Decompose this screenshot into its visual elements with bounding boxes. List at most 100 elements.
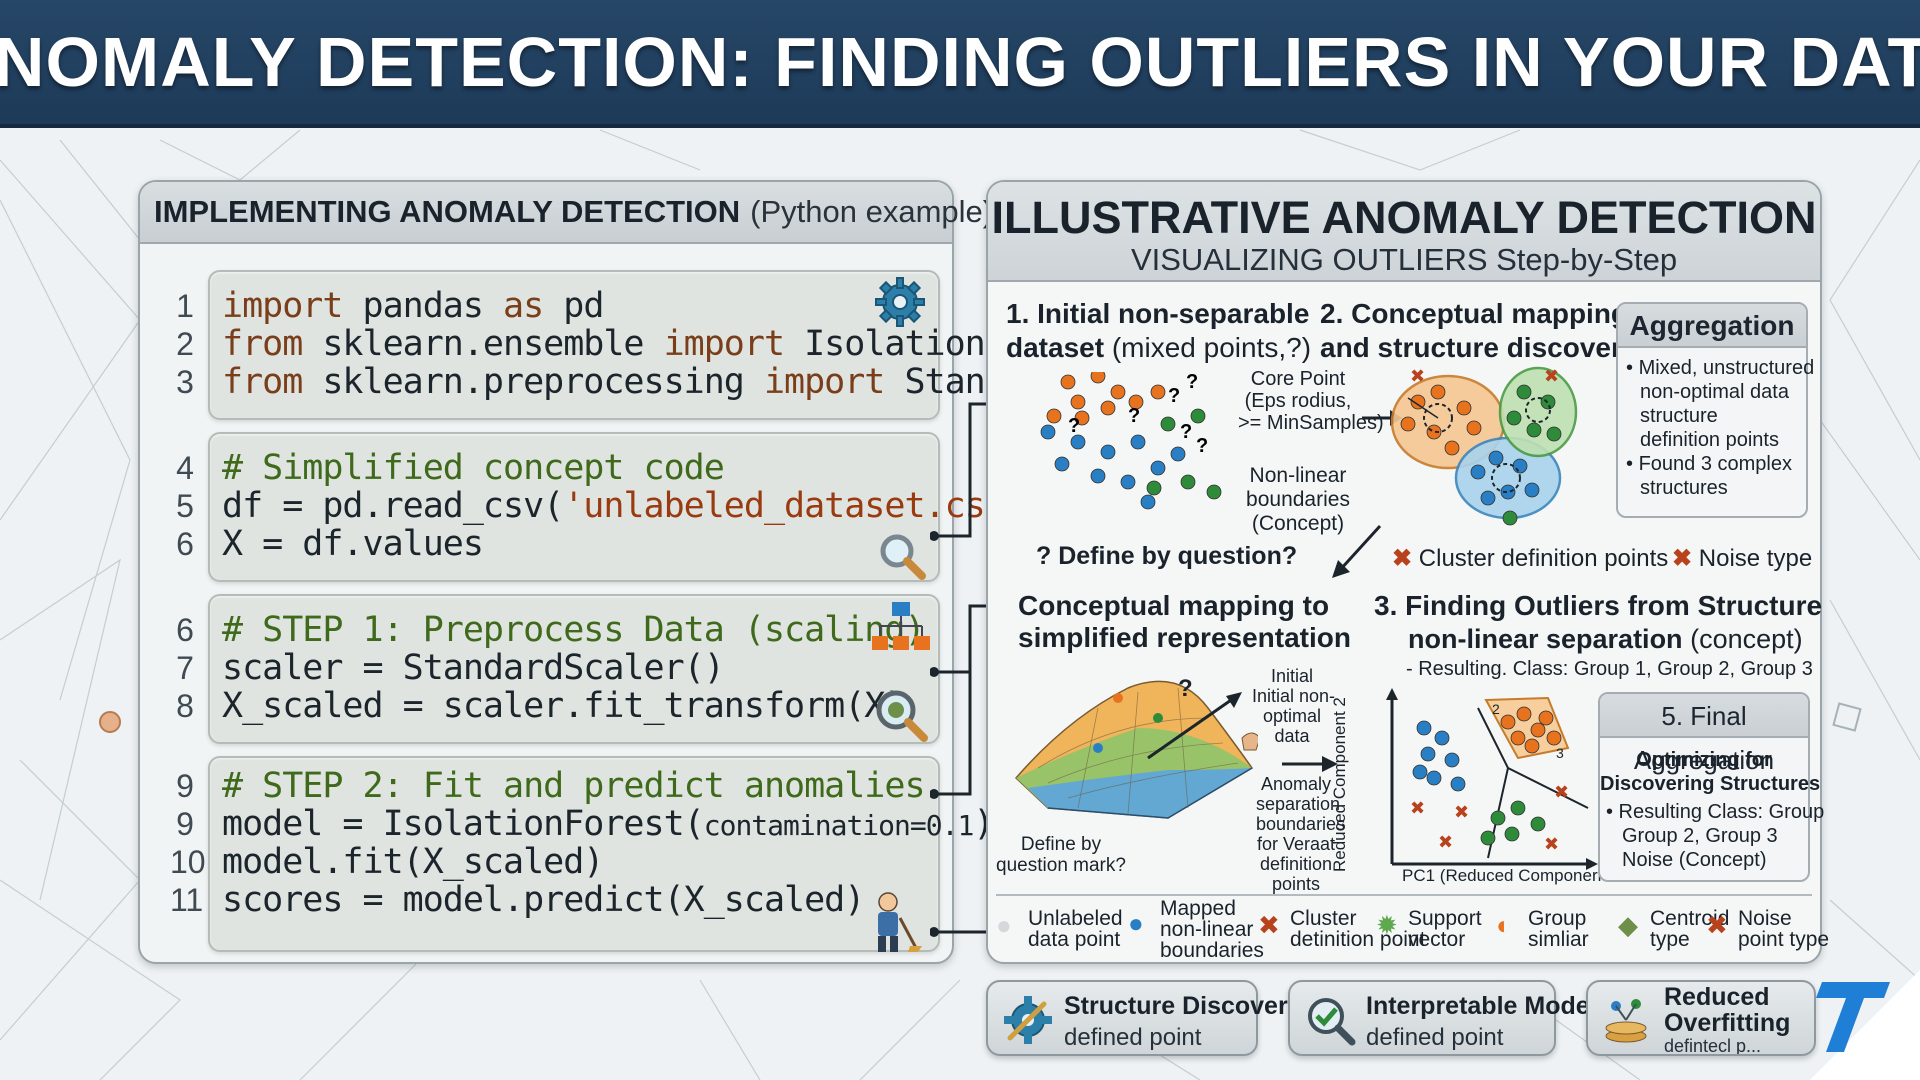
orange-point [1090, 372, 1106, 384]
code-panel-title: IMPLEMENTING ANOMALY DETECTION [154, 194, 741, 229]
green-point [1510, 800, 1526, 816]
noise-point: ✖ [1438, 832, 1453, 853]
code-panel: IMPLEMENTING ANOMALY DETECTION (Python e… [138, 180, 1186, 964]
orange-point [1060, 374, 1076, 390]
orange-point [1444, 440, 1460, 456]
blue-point [1450, 776, 1466, 792]
blue-point [1470, 464, 1486, 480]
line-number: 6 [176, 526, 194, 562]
x-axis-label: PC1 (Reduced Componerk 1 [1402, 866, 1621, 885]
core-point-label: Core Point(Eps rodius,>= MinSamples) [1238, 368, 1384, 434]
group-similar-icon: ◐ [1496, 910, 1512, 940]
structure-discovery-button[interactable]: Structure Discovery defined point [986, 980, 1302, 1056]
blue-point [1426, 770, 1442, 786]
orange-point [1074, 410, 1090, 426]
line-number: 1 [176, 288, 194, 324]
blue-point [1090, 468, 1106, 484]
question-mark: ? [1068, 415, 1080, 437]
green-point [1530, 816, 1546, 832]
orange-point [1456, 400, 1472, 416]
orange-point [1538, 710, 1554, 726]
noise-point: ✖ [1454, 802, 1469, 823]
code-line: df = pd.read_csv('unlabeled_dataset.csv'… [222, 486, 1046, 526]
noise-point: ✖ [1554, 782, 1569, 803]
step2-title: 2. Conceptual mapping [1320, 298, 1629, 329]
orange-point [1524, 738, 1540, 754]
blue-point [1434, 730, 1450, 746]
question-mark: ? [1180, 421, 1192, 443]
unlabeled-point-icon: ● [996, 910, 1012, 940]
blue-point [1488, 450, 1504, 466]
blue-point [1070, 434, 1086, 450]
down-arrow [1332, 524, 1382, 578]
green-point [1526, 422, 1542, 438]
y-axis-label: Reduced Component 2 [1330, 697, 1349, 872]
blue-point [1512, 458, 1528, 474]
orange-point [1100, 400, 1116, 416]
orange-point [1410, 394, 1426, 410]
blue-point [1420, 746, 1436, 762]
interpretable-model-title: Interpretable Model [1366, 992, 1597, 1020]
page-title: ANOMALY DETECTION: FINDING OUTLIERS IN Y… [0, 23, 1920, 101]
code-line: model.fit(X_scaled) [222, 842, 604, 882]
illustration-title: ILLUSTRATIVE ANOMALY DETECTION [991, 192, 1817, 243]
svg-text:?: ? [1178, 675, 1193, 702]
line-number: 3 [176, 364, 194, 400]
aggregation-box: Aggregation • Mixed, unstructured non-op… [1616, 302, 1814, 518]
orange-point [1510, 730, 1526, 746]
blue-point [1150, 460, 1166, 476]
interpretable-model-sub: defined point [1366, 1024, 1504, 1051]
noise-point: ✖ [1410, 366, 1425, 387]
aggregation-head: Aggregation [1618, 304, 1806, 348]
green-point [1480, 830, 1496, 846]
question-mark: ? [1128, 405, 1140, 427]
blue-point [1054, 456, 1070, 472]
orange-point [1128, 394, 1144, 410]
code-line: scaler = StandardScaler() [222, 648, 725, 688]
code-line: from sklearn.ensemble import IsolationFo… [222, 324, 1106, 364]
orange-point [1400, 416, 1416, 432]
green-point [1516, 384, 1532, 400]
final-lines: • Resulting Class: Group Group 2, Group … [1606, 801, 1825, 871]
hierarchy-icon [872, 602, 930, 650]
code-line: scores = model.predict(X_scaled) [222, 880, 865, 920]
group-label-2: 2 [1492, 701, 1500, 717]
code-block-load [208, 432, 940, 582]
orange-point [1046, 408, 1062, 424]
step2-title-line2: and structure discovery [1320, 332, 1638, 363]
cluster-def-label: ✖ Cluster definition points [1392, 545, 1669, 572]
step2-cluster-diagram: ✖✖ [1362, 366, 1578, 526]
green-point [1546, 426, 1562, 442]
code-line: X = df.values [222, 524, 484, 564]
line-number: 7 [176, 650, 194, 686]
mapped-point-icon: ● [1128, 908, 1144, 938]
structure-discovery-title: Structure Discovery [1064, 992, 1302, 1020]
code-line: # STEP 2: Fit and predict anomalies [222, 766, 926, 806]
blue-point [1416, 720, 1432, 736]
code-panel-subtitle: (Python example) [750, 194, 994, 229]
code-line: X_scaled = scaler.fit_transform(X) [222, 686, 905, 726]
step3-title: 3. Finding Outliers from Structure [1374, 590, 1823, 621]
blue-point [1130, 434, 1146, 450]
step3-scatter: ✖✖✖✖✖ 2 3 [1386, 688, 1598, 870]
green-point [1160, 416, 1176, 432]
blue-point [1444, 752, 1460, 768]
green-point [1206, 484, 1222, 500]
title-bar: ANOMALY DETECTION: FINDING OUTLIERS IN Y… [0, 0, 1920, 128]
line-number: 11 [170, 882, 204, 918]
support-vector-icon: ✹ [1376, 910, 1398, 940]
blue-point [1100, 444, 1116, 460]
legend-strip [996, 894, 1812, 956]
step1-title-line2: dataset (mixed points,?) [1006, 332, 1312, 363]
final-aggregation-head: 5. Final Aggregation [1600, 694, 1808, 775]
orange-point [1500, 714, 1516, 730]
surface-plot: ? [1014, 675, 1258, 819]
interpretable-model-button[interactable]: Interpretable Model defined point [1288, 980, 1597, 1056]
